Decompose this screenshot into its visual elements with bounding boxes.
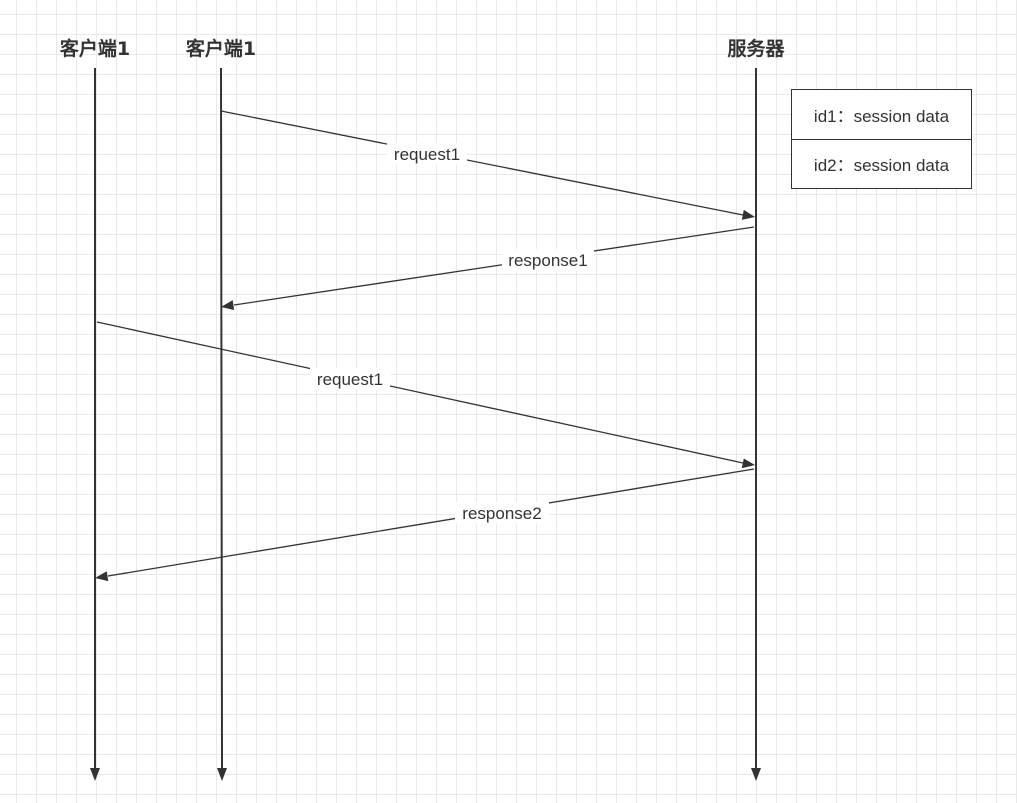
session-row-1: id1：session data bbox=[813, 106, 950, 126]
lane-title-client-b: 客户端1 bbox=[186, 37, 256, 60]
message-label-bg bbox=[455, 502, 549, 524]
session-row-2: id2：session data bbox=[792, 138, 971, 189]
message-label-bg bbox=[310, 368, 390, 390]
message-arrowhead-response1 bbox=[221, 300, 235, 310]
message-arrowhead-request1-client-b bbox=[741, 209, 755, 220]
message-arrowhead-request1-client-a bbox=[741, 458, 755, 469]
lifeline-arrowhead-client-b bbox=[217, 768, 227, 781]
message-label-bg bbox=[502, 249, 594, 271]
message-label-bg bbox=[387, 143, 467, 165]
message-arrow-response1 bbox=[233, 226, 755, 306]
lifeline-client-b bbox=[220, 67, 223, 769]
message-label-request1-client-b: request1 bbox=[394, 145, 460, 164]
message-arrow-request1-client-b bbox=[220, 110, 744, 216]
message-arrow-request1-client-a bbox=[96, 321, 744, 464]
lane-title-server: 服务器 bbox=[727, 37, 785, 60]
message-label-response1: response1 bbox=[508, 251, 587, 270]
message-arrowhead-response2 bbox=[95, 571, 109, 582]
message-label-request1-client-a: request1 bbox=[317, 370, 383, 389]
message-label-response2: response2 bbox=[462, 504, 541, 523]
session-table: id1：session data id2：session data bbox=[791, 89, 972, 189]
lane-title-client-a: 客户端1 bbox=[60, 37, 130, 60]
lifeline-arrowhead-server bbox=[751, 768, 761, 781]
message-arrow-response2 bbox=[107, 468, 755, 577]
lifeline-arrowhead-client-a bbox=[90, 768, 100, 781]
